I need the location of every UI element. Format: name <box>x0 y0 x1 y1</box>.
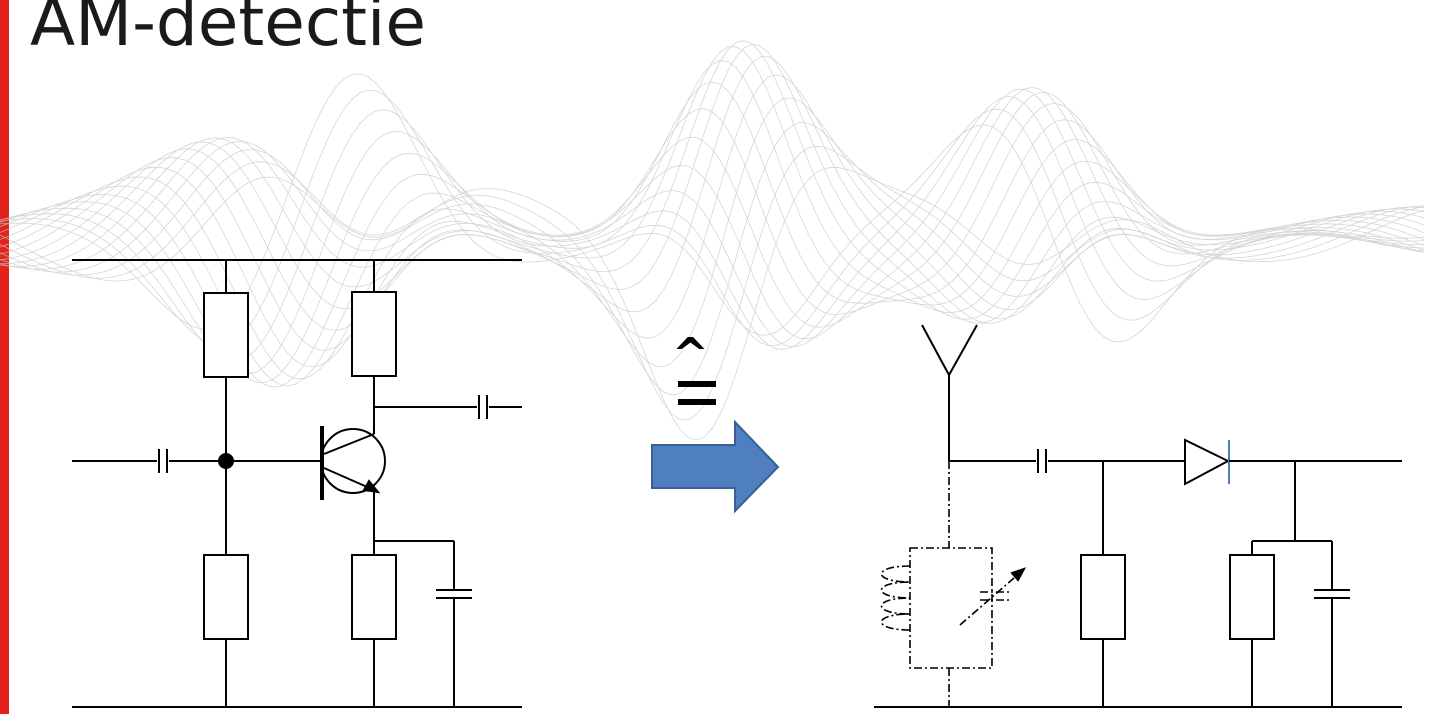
am-detector-circuit <box>874 324 1402 708</box>
transistor <box>320 428 386 494</box>
resistor-rc <box>351 291 397 377</box>
waveform-line <box>0 56 1425 324</box>
tuned-circuit <box>880 461 1015 707</box>
resistor-r2 <box>203 554 249 640</box>
waveform-line <box>0 43 1425 324</box>
waveform-line <box>0 122 1425 396</box>
waveform-line <box>0 145 1425 421</box>
load-resistor <box>1080 554 1126 640</box>
right-arrow-icon <box>651 419 780 514</box>
equivalence-bar-top <box>678 381 716 387</box>
waveform-line <box>0 46 1425 351</box>
diode <box>1184 438 1231 486</box>
slide-title: AM-detectie <box>30 0 426 61</box>
transistor-amplifier-circuit <box>72 259 522 708</box>
waveform-line <box>0 40 1425 331</box>
resistor-r1 <box>203 292 249 378</box>
waveform-line <box>0 74 1425 339</box>
accent-bar <box>0 0 9 714</box>
equivalence-bar-bottom <box>678 399 716 405</box>
waveform-background <box>0 40 1425 441</box>
resistor-re <box>351 554 397 640</box>
antenna-icon <box>921 324 978 461</box>
junction-dot <box>218 453 234 469</box>
adjust-arrow-icon <box>1010 567 1027 582</box>
equivalence-symbol: ^ <box>672 329 709 380</box>
output-resistor <box>1229 554 1275 640</box>
